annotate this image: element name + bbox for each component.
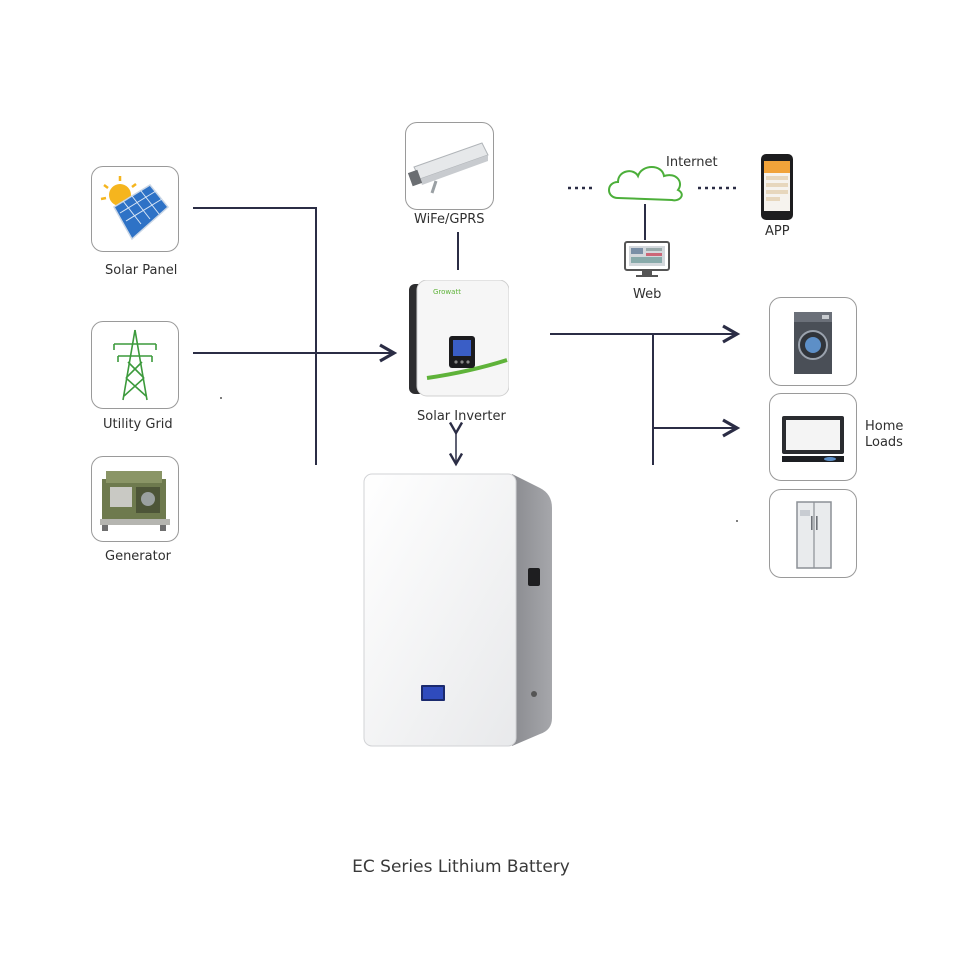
home-loads-label-line2: Loads bbox=[865, 435, 903, 450]
refrigerator-card bbox=[769, 489, 857, 578]
wifi-module-card bbox=[405, 122, 494, 210]
battery-caption: EC Series Lithium Battery bbox=[352, 857, 570, 877]
solar-panel-label: Solar Panel bbox=[105, 263, 178, 278]
power-tower-icon bbox=[113, 329, 157, 401]
cloud-icon bbox=[608, 166, 683, 202]
washing-machine-icon bbox=[794, 312, 832, 374]
inverter-body bbox=[409, 279, 510, 397]
home-loads-label: Home Loads bbox=[865, 419, 903, 451]
web-monitor-icon bbox=[624, 241, 670, 277]
battery-body bbox=[363, 473, 552, 747]
generator-label: Generator bbox=[105, 549, 172, 564]
generator-card bbox=[91, 456, 179, 542]
inverter-brand-logo: Growatt bbox=[433, 288, 461, 296]
solar-line bbox=[193, 207, 317, 465]
wifi-module-label: WiFe/GPRS bbox=[414, 212, 485, 227]
solar-inverter: Growatt bbox=[409, 279, 510, 398]
web-label: Web bbox=[633, 287, 662, 302]
washing-machine-card bbox=[769, 297, 857, 386]
app-label: APP bbox=[765, 224, 790, 239]
tv-icon bbox=[782, 416, 844, 462]
generator-icon bbox=[100, 471, 170, 531]
smartphone-icon bbox=[761, 154, 793, 220]
home-loads-label-line1: Home bbox=[865, 419, 904, 434]
solar-panel-card bbox=[91, 166, 179, 252]
refrigerator-icon bbox=[796, 501, 832, 569]
internet-label: Internet bbox=[666, 155, 718, 170]
solar-panel-icon bbox=[100, 176, 170, 241]
utility-grid-card bbox=[91, 321, 179, 409]
utility-grid-label: Utility Grid bbox=[103, 417, 173, 432]
wifi-dongle-icon bbox=[407, 142, 489, 194]
tv-card bbox=[769, 393, 857, 481]
lithium-battery bbox=[362, 472, 554, 748]
solar-inverter-label: Solar Inverter bbox=[417, 409, 506, 424]
